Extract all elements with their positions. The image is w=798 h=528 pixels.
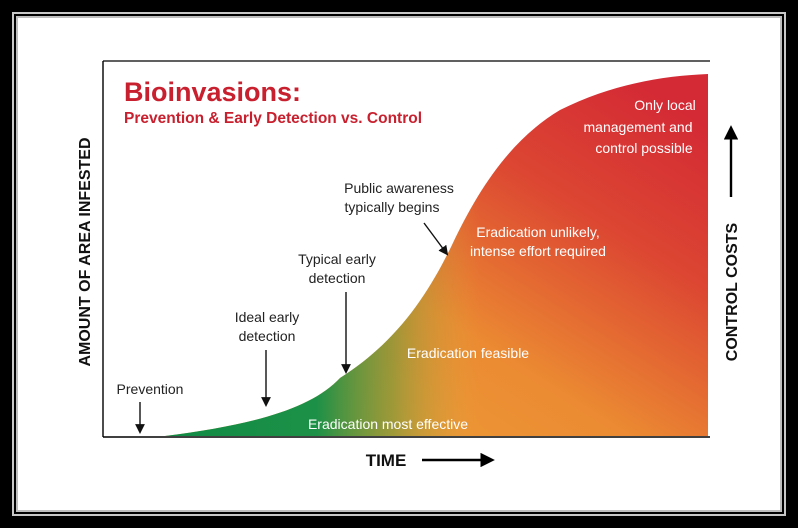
public-awareness-label-line1: Public awareness — [344, 180, 454, 196]
zone-local-label-line3: control possible — [595, 140, 692, 156]
public-awareness-label-line2: typically begins — [345, 199, 440, 215]
zone-labels: Eradication most effective Eradication f… — [308, 97, 696, 432]
zone-local-label-line2: management and — [584, 119, 693, 135]
ideal-detection-label-line2: detection — [239, 328, 296, 344]
stage-annotations: Prevention Ideal early detection Typical… — [117, 180, 454, 434]
public-awareness-arrow-icon — [423, 222, 449, 256]
x-axis-label: TIME — [366, 451, 407, 470]
diagram-title: Bioinvasions: — [124, 77, 301, 107]
zone-unlikely-label-line1: Eradication unlikely, — [476, 224, 599, 240]
typical-detection-label-line2: detection — [309, 270, 366, 286]
typical-detection-label-line1: Typical early — [298, 251, 376, 267]
y-axis-label: AMOUNT OF AREA INFESTED — [77, 137, 94, 366]
zone-most-effective-label: Eradication most effective — [308, 416, 468, 432]
prevention-label: Prevention — [117, 381, 184, 397]
zone-feasible-label: Eradication feasible — [407, 345, 529, 361]
infestation-area — [165, 74, 708, 436]
axes — [102, 60, 710, 438]
early-zone-green-overlay — [165, 74, 708, 436]
right-axis-label: CONTROL COSTS — [724, 222, 741, 361]
diagram-subtitle: Prevention & Early Detection vs. Control — [124, 110, 422, 127]
zone-unlikely-label-line2: intense effort required — [470, 243, 606, 259]
ideal-detection-label-line1: Ideal early — [235, 309, 300, 325]
zone-local-label-line1: Only local — [634, 97, 695, 113]
